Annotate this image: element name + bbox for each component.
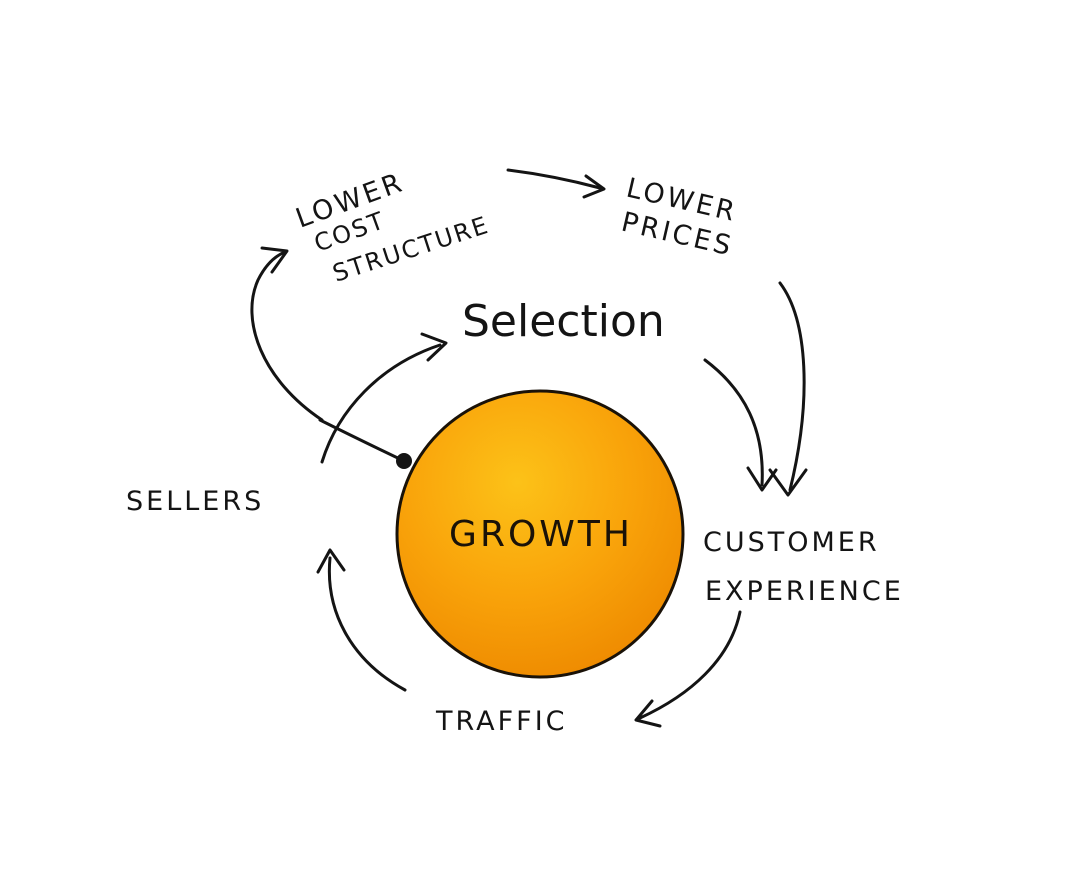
arrowhead-sellers [316, 548, 346, 574]
arrow-to-lower-cost [250, 250, 324, 422]
node-selection: Selection [462, 296, 665, 347]
arrowhead-lower-prices [582, 174, 606, 199]
arrowhead-traffic [634, 699, 662, 728]
arrowhead-lower-cost [260, 246, 289, 274]
node-customer-experience: CUSTOMER EXPERIENCE [703, 527, 904, 607]
growth-label: GROWTH [449, 514, 633, 555]
node-lower-prices: LOWER PRICES [618, 173, 740, 263]
arrow-customer-to-traffic [638, 610, 742, 720]
arrow-sellers-to-selection [320, 343, 442, 464]
node-lower-cost-structure: LOWER COST STRUCTURE [292, 167, 493, 288]
pivot-connector [318, 418, 406, 463]
arrow-to-lower-prices [506, 168, 602, 190]
node-sellers: SELLERS [126, 486, 264, 517]
customer-experience-line1: CUSTOMER [703, 527, 880, 558]
growth-circle [395, 389, 685, 679]
customer-experience-line2: EXPERIENCE [705, 576, 904, 607]
arrow-prices-to-customer [778, 281, 806, 492]
node-traffic: TRAFFIC [435, 706, 568, 737]
arrow-selection-to-customer [703, 358, 764, 487]
arrowhead-selection-customer [746, 466, 778, 492]
arrowhead-selection [420, 332, 448, 362]
arrow-traffic-to-sellers [327, 556, 407, 692]
arrowhead-prices-customer [768, 468, 808, 497]
